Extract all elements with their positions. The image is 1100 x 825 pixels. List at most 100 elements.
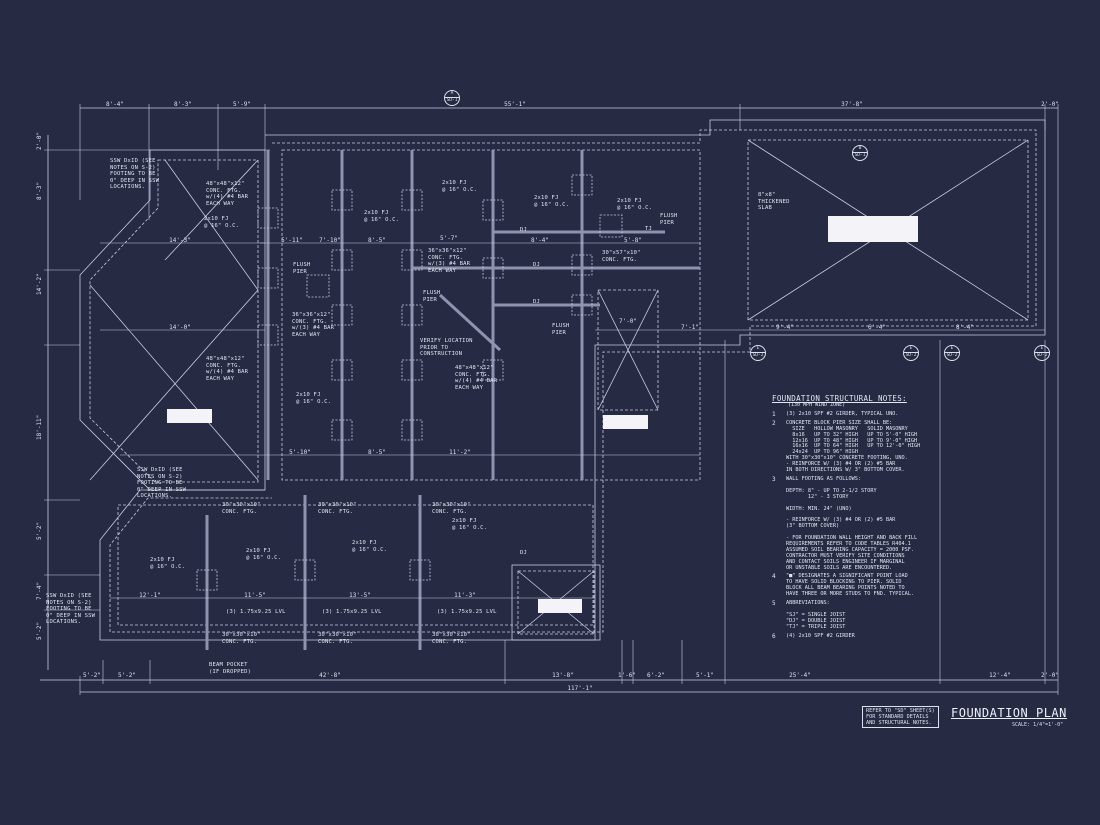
dim-left-2: 8'-3" (36, 181, 43, 200)
callout-footing-30: 30"x30"x10" CONC. FTG. (318, 502, 357, 515)
callout-joist: 2x10 FJ @ 16" O.C. (150, 557, 186, 570)
dim-top-6: 2'-0" (1040, 101, 1060, 108)
dim-bottom-7: 5'-1" (695, 672, 715, 679)
callout-lvl: (3) 1.75x9.25 LVL (322, 609, 382, 615)
dim-bottom-2: 5'-2" (117, 672, 137, 679)
dim-interior: 8'-4" (955, 324, 975, 331)
note-text: ABBREVIATIONS: "SJ" = SINGLE JOIST "DJ" … (786, 600, 846, 630)
dim-interior: 8'-5" (367, 237, 387, 244)
callout-joist: 2x10 FJ @ 16" O.C. (617, 198, 653, 211)
dimension-strings (100, 242, 1045, 599)
marker-letter: E (945, 346, 959, 353)
dim-interior: 12'-1" (139, 592, 161, 599)
dim-bottom-5: 1'-6" (617, 672, 637, 679)
callout-ssw-top: SSW DxID (SEE NOTES ON S-2) FOOTING TO B… (110, 158, 160, 190)
notes-subheading: (130 MPH WIND ZONE) (788, 402, 846, 408)
callout-flush-pier: FLUSH PIER (660, 213, 678, 226)
note-item: 5 ABBREVIATIONS: "SJ" = SINGLE JOIST "DJ"… (772, 600, 972, 631)
note-text: WALL FOOTING AS FOLLOWS: DEPTH: 8" - UP … (786, 475, 918, 571)
dim-top-2: 8'-3" (173, 101, 193, 108)
room-label-left-wing (167, 409, 212, 423)
callout-thickened-slab: 8"x8" THICKENED SLAB (758, 192, 790, 211)
callout-joist: 2x10 FJ @ 16" O.C. (534, 195, 570, 208)
dim-interior: 11'-2" (449, 449, 471, 456)
note-number: 2 (772, 419, 776, 427)
dim-interior: 14'-3" (169, 237, 191, 244)
callout-joist: 2x10 FJ @ 16" O.C. (352, 540, 388, 553)
room-label-porch (603, 415, 648, 429)
marker-letter: A (445, 91, 459, 98)
dim-interior: 5'-7" (439, 235, 459, 242)
dim-bottom-4: 13'-8" (552, 672, 574, 679)
callout-joist: 2x10 FJ @ 16" O.C. (246, 548, 282, 561)
callout-flush-pier: FLUSH PIER (552, 323, 570, 336)
callout-joist: 2x10 FJ @ 16" O.C. (364, 210, 400, 223)
callout-dj: DJ (520, 227, 528, 233)
room-label-garage (828, 216, 918, 242)
note-number: 4 (772, 573, 776, 581)
marker-letter: E (1035, 346, 1049, 353)
callout-footing-30: 30"x30"x10" CONC. FTG. (318, 632, 357, 645)
girders (205, 150, 700, 650)
note-number: 3 (772, 475, 776, 483)
dim-top-4: 55'-1" (504, 101, 526, 108)
note-text: (3) 2x10 SPF #2 GIRDER, TYPICAL UNO. (786, 410, 899, 417)
pier-footings (196, 174, 623, 591)
dim-bottom-9: 12'-4" (989, 672, 1011, 679)
callout-dj: DJ (533, 299, 541, 305)
dim-interior: 6'-4" (867, 324, 887, 331)
note-text: CONCRETE BLOCK PIER SIZE SHALL BE: SIZE … (786, 419, 921, 474)
drawing-scale: SCALE: 1/4"=1'-0" (1012, 722, 1064, 728)
marker-sheet: SD-2 (946, 353, 958, 358)
dim-left-6: 7'-4" (36, 581, 43, 600)
dim-interior: 14'-0" (169, 324, 191, 331)
notes-heading: FOUNDATION STRUCTURAL NOTES: (772, 394, 907, 403)
room-label-rear (538, 599, 582, 613)
callout-footing-48: 48"x48"x12" CONC. FTG. w/(4) #4 BAR EACH… (206, 181, 249, 207)
dim-interior: 7'-1" (680, 324, 700, 331)
callout-flush-pier: FLUSH PIER (293, 262, 311, 275)
callout-lvl: (3) 1.75x9.25 LVL (226, 609, 286, 615)
main-house-outline (99, 119, 1046, 641)
note-item: 4 "■" DESIGNATES A SIGNIFICANT POINT LOAD… (772, 574, 972, 598)
callout-ssw-mid: SSW DxID (SEE NOTES ON S-2) FOOTING TO B… (137, 467, 187, 499)
marker-letter: E (751, 346, 765, 353)
dim-interior: 9'-4" (775, 324, 795, 331)
note-text: (4) 2x10 SPF #2 GIRDER (786, 632, 855, 639)
dim-top-3: 5'-9" (232, 101, 252, 108)
foundation-structural-notes: FOUNDATION STRUCTURAL NOTES: (130 MPH WI… (772, 395, 972, 643)
callout-joist: 2x10 FJ @ 16" O.C. (296, 392, 332, 405)
callout-dj: DJ (533, 262, 541, 268)
note-text: "■" DESIGNATES A SIGNIFICANT POINT LOAD … (786, 573, 915, 598)
callout-footing-30: 30"x30"x10" CONC. FTG. (222, 502, 261, 515)
note-number: 6 (772, 632, 776, 640)
dim-left-7: 5'-2" (36, 621, 43, 640)
marker-sheet: SD-1 (446, 98, 458, 103)
callout-beam-pocket: BEAM POCKET (IF DROPPED) (209, 662, 252, 675)
note-item: 3 WALL FOOTING AS FOLLOWS: DEPTH: 8" - UP… (772, 475, 972, 572)
dim-interior: 8'-4" (530, 237, 550, 244)
dim-bottom-3: 42'-8" (319, 672, 341, 679)
callout-footing-48: 48"x48"x12" CONC. FTG. w/(4) #4 BAR EACH… (206, 356, 249, 382)
marker-sheet: SD-2 (752, 353, 764, 358)
left-wing-outline (79, 149, 266, 491)
note-item: 6 (4) 2x10 SPF #2 GIRDER (772, 632, 972, 640)
dim-bottom-1: 5'-2" (82, 672, 102, 679)
dim-bottom-8: 25'-4" (789, 672, 811, 679)
dim-interior: 8'-5" (367, 449, 387, 456)
note-number: 5 (772, 600, 776, 608)
callout-tj: TJ (645, 226, 653, 232)
callout-footing-30: 30"x30"x10" CONC. FTG. (222, 632, 261, 645)
dim-bottom-6: 6'-2" (646, 672, 666, 679)
dim-interior: 7'-10" (319, 237, 341, 244)
dim-interior: 7'-0" (618, 318, 638, 325)
dim-left-4: 18'-11" (36, 414, 43, 440)
callout-footing-48: 48"x48"x12" CONC. FTG. w/(4) #4 BAR EACH… (455, 365, 498, 391)
